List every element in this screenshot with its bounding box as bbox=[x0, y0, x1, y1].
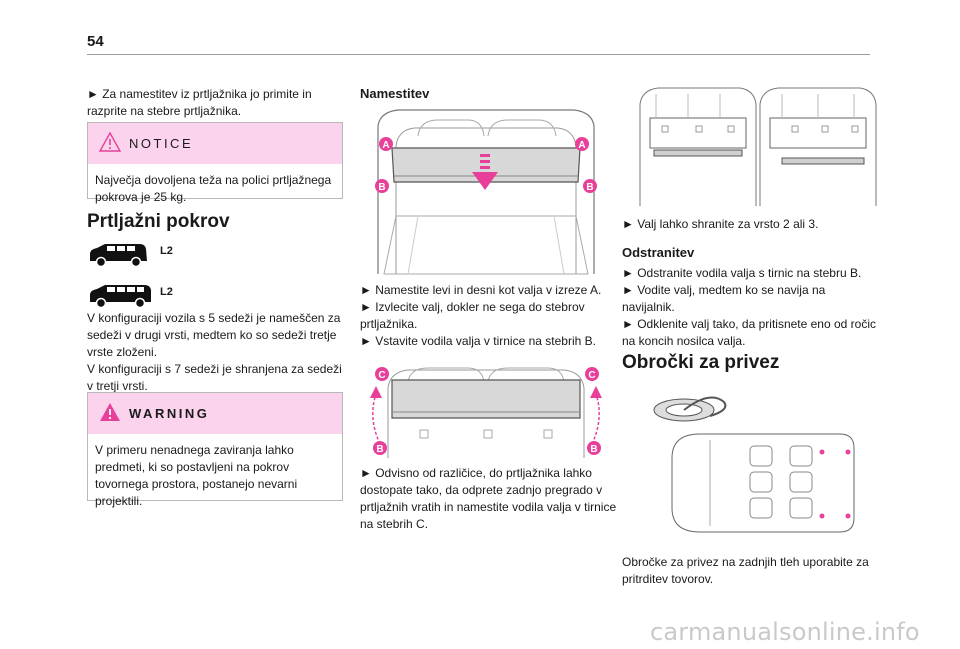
remove-steps: ► Odstranite vodila valja s tirnic na st… bbox=[622, 265, 884, 350]
marker-b: B bbox=[375, 179, 389, 193]
warning-header: WARNING bbox=[88, 393, 342, 434]
svg-text:C: C bbox=[378, 370, 385, 381]
warning-line: projektili. bbox=[95, 494, 143, 508]
section-heading-remove: Odstranitev bbox=[622, 245, 695, 260]
step-line: ► Namestite levi in desni kot valja v iz… bbox=[360, 283, 602, 297]
watermark: carmanualsonline.info bbox=[650, 618, 920, 646]
warning-box: WARNING V primeru nenadnega zaviranja la… bbox=[87, 392, 343, 508]
intro-text: ► Za namestitev iz prtljažnika jo primit… bbox=[87, 86, 343, 120]
page-number: 54 bbox=[87, 33, 104, 50]
notice-line: Največja dovoljena teža na polici prtlja… bbox=[95, 173, 332, 187]
variant-label: L2 bbox=[160, 286, 173, 298]
intro-line: ► Za namestitev iz prtljažnika jo primit… bbox=[87, 87, 312, 101]
svg-text:A: A bbox=[578, 140, 585, 151]
svg-text:B: B bbox=[586, 182, 593, 193]
warning-line: V primeru nenadnega zaviranja lahko bbox=[95, 443, 294, 457]
store-text: ► Valj lahko shranite za vrsto 2 ali 3. bbox=[622, 217, 819, 231]
roller-storage-illustration bbox=[639, 87, 877, 206]
svg-text:B: B bbox=[378, 182, 385, 193]
marker-c: C bbox=[585, 367, 599, 381]
section-heading-cargo-cover: Prtljažni pokrov bbox=[87, 211, 230, 232]
intro-line: razprite na stebre prtljažnika. bbox=[87, 104, 242, 118]
warning-line: tovornega prostora, postanejo nevarni bbox=[95, 477, 298, 491]
section-heading-tie-rings: Obročki za privez bbox=[622, 352, 780, 373]
config-text: V konfiguraciji vozila s 5 sedeži je nam… bbox=[87, 310, 343, 395]
step-line: ► Odstranite vodila valja s tirnic na st… bbox=[622, 266, 862, 280]
config-line: vrste zloženi. bbox=[87, 345, 158, 359]
step-line: ► Izvlecite valj, dokler ne sega do steb… bbox=[360, 300, 585, 314]
svg-text:A: A bbox=[382, 140, 389, 151]
notice-body: Največja dovoljena teža na polici prtlja… bbox=[88, 164, 342, 214]
config-line: V konfiguraciji s 7 sedeži je shranjena … bbox=[87, 362, 342, 376]
step-line: ► Odvisno od različice, do prtljažnika l… bbox=[360, 466, 592, 480]
svg-text:B: B bbox=[590, 444, 597, 455]
step-line: na stebrih C. bbox=[360, 517, 429, 531]
warning-triangle-icon bbox=[100, 403, 120, 421]
marker-a: A bbox=[575, 137, 589, 151]
marker-a: A bbox=[379, 137, 393, 151]
ring-line: Obročke za privez na zadnjih tleh uporab… bbox=[622, 555, 869, 569]
notice-label: NOTICE bbox=[129, 136, 194, 151]
install-steps: ► Namestite levi in desni kot valja v iz… bbox=[360, 282, 622, 350]
config-line: V konfiguraciji vozila s 5 sedeži je nam… bbox=[87, 311, 341, 325]
cover-partition-illustration: C C B B bbox=[370, 367, 602, 458]
ring-line: pritrditev tovorov. bbox=[622, 572, 714, 586]
notice-header: NOTICE bbox=[88, 123, 342, 164]
step-line: ► Odklenite valj tako, da pritisnete eno… bbox=[622, 317, 877, 331]
variant-label: L2 bbox=[160, 245, 173, 257]
marker-c: C bbox=[375, 367, 389, 381]
tie-ring-illustration bbox=[653, 396, 855, 533]
step-line: ► Vodite valj, medtem ko se navija na bbox=[622, 283, 826, 297]
warning-body: V primeru nenadnega zaviranja lahko pred… bbox=[88, 434, 342, 518]
marker-b: B bbox=[583, 179, 597, 193]
config-line: sedeži v drugi vrsti, medtem ko so sedež… bbox=[87, 328, 337, 342]
notice-box: NOTICE Največja dovoljena teža na polici… bbox=[87, 122, 343, 204]
marker-b: B bbox=[373, 441, 387, 455]
svg-text:C: C bbox=[588, 370, 595, 381]
van-long-icon bbox=[90, 285, 151, 309]
step-line: prtljažnih vratih in namestite vodila va… bbox=[360, 500, 617, 514]
step-line: ► Vstavite vodila valja v tirnice na ste… bbox=[360, 334, 596, 348]
cover-install-illustration: A A B B bbox=[358, 106, 614, 276]
van-short-icon bbox=[90, 244, 147, 268]
tie-ring-text: Obročke za privez na zadnjih tleh uporab… bbox=[622, 554, 884, 588]
header-rule bbox=[87, 54, 870, 55]
config-line: v tretji vrsti. bbox=[87, 379, 148, 393]
step-line: na koncih nosilca valja. bbox=[622, 334, 746, 348]
step-line: navijalnik. bbox=[622, 300, 675, 314]
step-line: dostopate tako, da odprete zadnjo pregra… bbox=[360, 483, 603, 497]
svg-text:B: B bbox=[376, 444, 383, 455]
notice-triangle-icon bbox=[99, 132, 121, 152]
warning-line: predmeti, ki so postavljeni na pokrov bbox=[95, 460, 290, 474]
partition-steps: ► Odvisno od različice, do prtljažnika l… bbox=[360, 465, 622, 533]
marker-b: B bbox=[587, 441, 601, 455]
step-line: prtljažnika. bbox=[360, 317, 418, 331]
section-heading-install: Namestitev bbox=[360, 86, 430, 101]
warning-label: WARNING bbox=[129, 406, 210, 421]
notice-line: pokrova je 25 kg. bbox=[95, 190, 187, 204]
